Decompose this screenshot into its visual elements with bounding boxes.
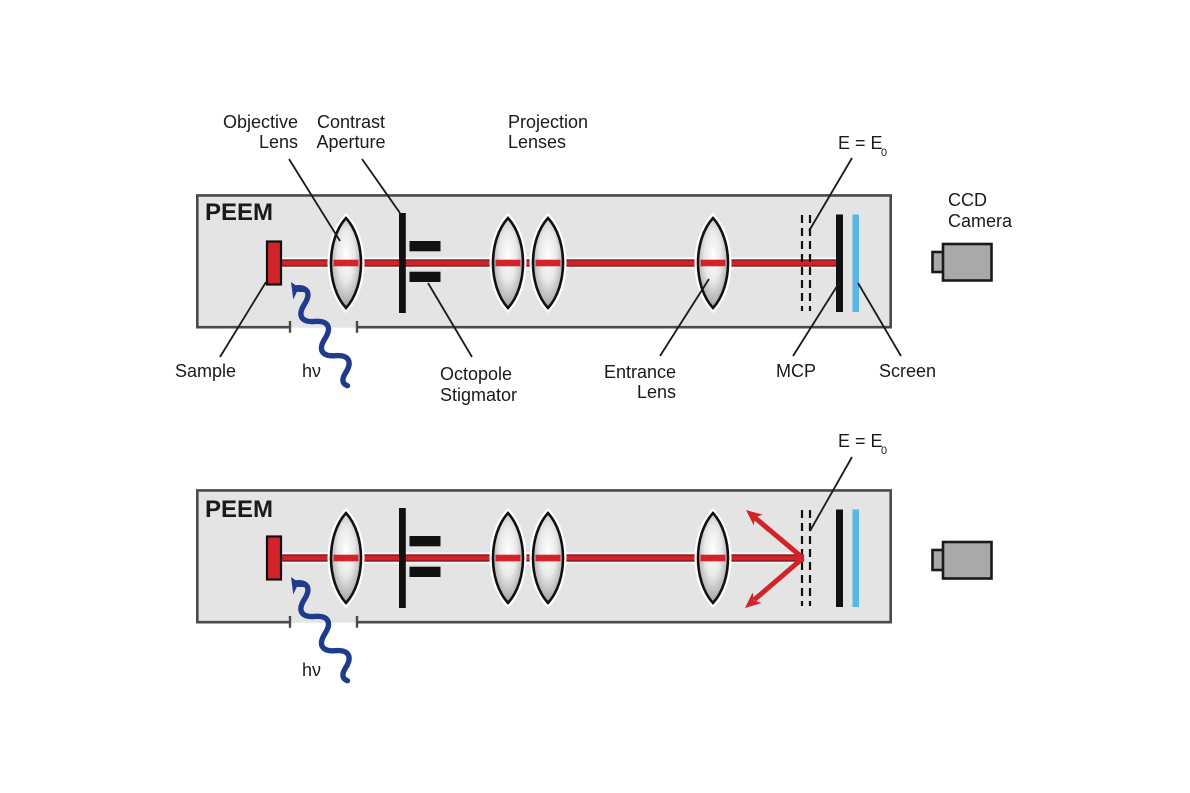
octopole-label-1: Octopole: [440, 364, 512, 384]
ccd-camera-label-2: Camera: [948, 211, 1013, 231]
screen: [852, 509, 859, 607]
contrast-pointer-line: [361, 158, 401, 214]
panel-title: PEEM: [205, 199, 273, 226]
ccd-camera-label-1: CCD: [948, 190, 987, 210]
mcp: [836, 509, 843, 607]
entrance-lens-label-1: Entrance: [604, 362, 676, 382]
energy-label-subscript: 0: [881, 147, 887, 159]
camera-body-part: [941, 540, 993, 580]
screen-label: Screen: [879, 361, 936, 381]
panel-bottom: PEEM E = E 0 hν: [196, 431, 993, 683]
octopole-stigmator-lower: [409, 271, 441, 282]
photon-label: hν: [302, 660, 321, 680]
peem-chamber-border: [196, 194, 892, 329]
mcp: [836, 214, 843, 312]
octopole-stigmator-upper: [409, 536, 441, 547]
contrast-aperture: [399, 213, 406, 313]
energy-label-subscript: 0: [881, 445, 887, 457]
sample-pointer-line: [219, 281, 267, 358]
entrance-lens: [698, 218, 728, 308]
objective-pointer-line: [288, 158, 341, 242]
entrance-lens: [698, 513, 728, 603]
projection-lenses-label-1: Projection: [508, 112, 588, 132]
projection-lens-1: [493, 513, 523, 603]
objective-lens: [331, 513, 361, 603]
energy-label: E = E: [838, 431, 883, 451]
ccd-camera-icon: [931, 242, 993, 282]
entrance-lens-label-2: Lens: [637, 382, 676, 402]
energy-pointer-line: [809, 456, 853, 532]
projection-lens-2: [533, 218, 563, 308]
peem-chamber-border: [196, 489, 892, 624]
sample-label: Sample: [175, 361, 236, 381]
screen: [852, 214, 859, 312]
objective-lens: [331, 218, 361, 308]
contrast-aperture-label-1: Contrast: [317, 112, 385, 132]
camera-body-part: [941, 242, 993, 282]
energy-pointer-line: [808, 157, 853, 232]
octopole-label-2: Stigmator: [440, 385, 517, 405]
octopole-stigmator-upper: [409, 241, 441, 252]
sample: [265, 240, 283, 286]
projection-lens-2: [533, 513, 563, 603]
photon-label: hν: [302, 361, 321, 381]
ccd-camera-icon: [931, 540, 993, 580]
contrast-aperture-label-2: Aperture: [316, 132, 385, 152]
entrance-pointer-line: [659, 278, 710, 357]
reflected-electrons-down-arrow: [745, 556, 805, 608]
sample: [265, 535, 283, 581]
reflected-electrons-up-arrow: [746, 510, 805, 560]
panel-title: PEEM: [205, 496, 273, 523]
screen-pointer-line: [857, 282, 902, 357]
projection-lenses-label-2: Lenses: [508, 132, 566, 152]
octopole-pointer-line: [427, 282, 473, 358]
contrast-aperture: [399, 508, 406, 608]
mcp-label: MCP: [776, 361, 816, 381]
projection-lens-1: [493, 218, 523, 308]
objective-lens-label-1: Objective: [223, 112, 298, 132]
energy-label: E = E: [838, 133, 883, 153]
objective-lens-label-2: Lens: [259, 132, 298, 152]
octopole-stigmator-lower: [409, 566, 441, 577]
mcp-pointer-line: [792, 282, 840, 357]
panel-top: PEEM Objective Lens Contrast Aperture Pr…: [175, 112, 1013, 405]
